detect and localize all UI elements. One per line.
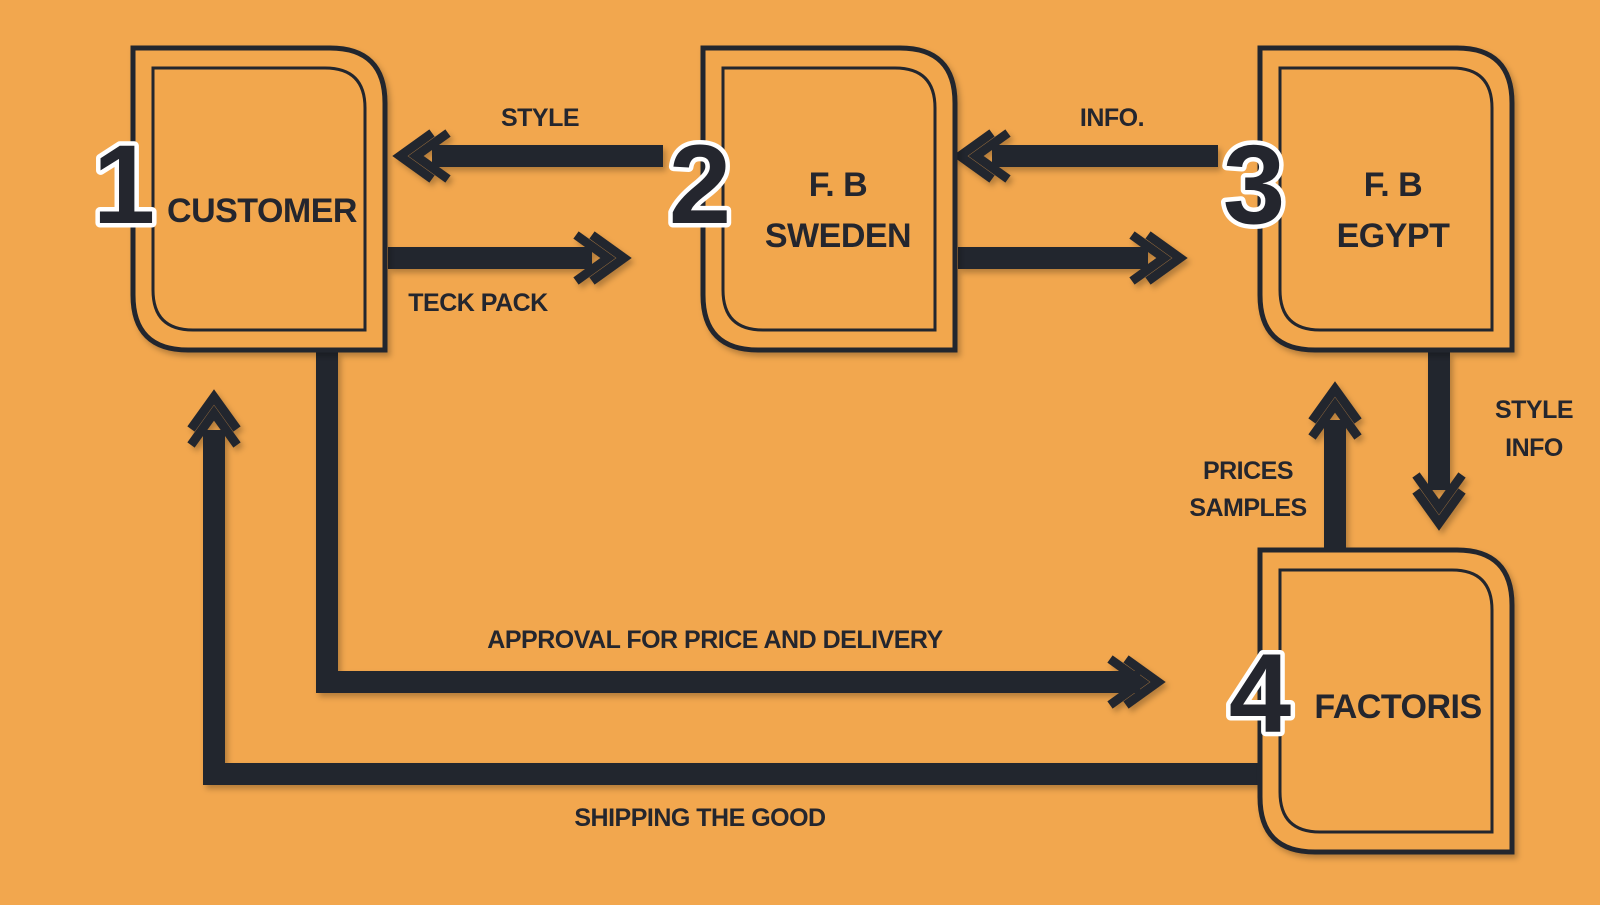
arrow-info — [952, 129, 1218, 183]
connectors — [187, 129, 1466, 785]
label-approval: APPROVAL FOR PRICE AND DELIVERY — [487, 626, 943, 654]
arrow-sweden-egypt — [958, 231, 1188, 285]
node-sweden — [700, 45, 958, 353]
node-egypt — [1257, 45, 1515, 353]
sweden-title-line2: SWEDEN — [765, 217, 911, 255]
sweden-title-line1: F. B — [809, 166, 867, 204]
label-prices: PRICES — [1203, 457, 1293, 485]
label-style-info-line2: INFO — [1505, 434, 1563, 462]
egypt-title-line1: F. B — [1364, 166, 1422, 204]
label-style: STYLE — [501, 104, 579, 132]
node-customer — [130, 45, 388, 353]
arrow-style-info — [1412, 352, 1466, 531]
factoris-title: FACTORIS — [1314, 688, 1481, 726]
customer-title: CUSTOMER — [167, 192, 357, 230]
label-samples: SAMPLES — [1189, 494, 1306, 522]
arrow-style — [392, 129, 663, 183]
egypt-title-line2: EGYPT — [1337, 217, 1450, 255]
label-teck-pack: TECK PACK — [408, 289, 548, 317]
badge-number-4: 4 — [1229, 631, 1291, 756]
arrow-prices-samples — [1308, 381, 1362, 550]
arrow-approval — [316, 352, 1166, 709]
badge-number-1: 1 — [93, 122, 155, 247]
badge-number-2: 2 — [669, 122, 731, 247]
arrow-shipping — [187, 389, 1262, 785]
node-factoris — [1257, 547, 1515, 855]
label-info: INFO. — [1080, 104, 1144, 132]
label-style-info-line1: STYLE — [1495, 396, 1573, 424]
label-shipping: SHIPPING THE GOOD — [574, 804, 825, 832]
arrow-teck-pack — [388, 231, 632, 285]
badge-number-3: 3 — [1223, 122, 1285, 247]
